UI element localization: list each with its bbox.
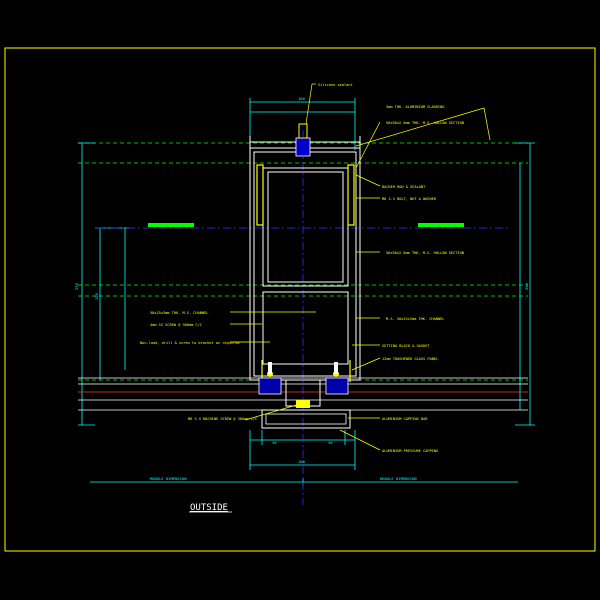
drawing-title: OUTSIDE — [190, 503, 228, 513]
label-channel-right: M.S. 50x25x3mm THK. CHANNEL — [386, 317, 444, 321]
label-fixing: M8 S.S BOLT, NUT & WASHER — [382, 197, 437, 201]
dim-bottom-width: 100 — [298, 459, 306, 464]
dim-top-width: 100 — [298, 96, 306, 101]
label-hollow-section-2: 50x50x2.5mm THK. M.S. HOLLOW SECTION — [386, 251, 464, 255]
label-glazing: 12mm TOUGHENED GLASS PANEL — [382, 357, 438, 361]
label-setting-block: SETTING BLOCK & GASKET — [382, 344, 430, 348]
label-channel-left: 50x25x3mm THK. M.S. CHANNEL — [150, 311, 208, 315]
top-sealant — [295, 123, 311, 157]
label-top-sealant: Silicone sealant — [318, 83, 353, 87]
bottom-left-label: MODULE DIMENSION — [150, 476, 187, 481]
dim-bottom-b: 30 — [328, 440, 333, 445]
dim-left-overall: 250 — [74, 282, 79, 290]
dimension-lines — [78, 98, 535, 486]
label-hollow-section-1: 50x50x2.5mm THK. M.S. HOLLOW SECTION — [386, 121, 464, 125]
label-foam-rod: BACKER ROD & SEALANT — [382, 185, 426, 189]
label-screws: 4mm SS SCREW @ 300mm C/C — [150, 323, 202, 327]
green-tag-left — [148, 223, 194, 227]
label-pressure-plate: ALUMINIUM PRESSURE CAPPING — [382, 449, 438, 453]
green-tag-right — [418, 223, 464, 227]
yellow-inserts — [256, 164, 355, 382]
drawing-border — [4, 47, 596, 552]
label-machine-screw: M6 S.S MACHINE SCREW @ 300mm C/C — [188, 417, 257, 421]
dim-left-mid: 120 — [94, 292, 99, 300]
leader-lines — [230, 83, 491, 451]
dim-bottom-a: 30 — [272, 440, 277, 445]
dim-right-overall: 260 — [524, 282, 529, 290]
label-cladding: 3mm THK. ALUMINIUM CLADDING — [386, 105, 444, 109]
bottom-capping — [258, 362, 351, 429]
label-anchor-note: Non-load, drill & screw to bracket as re… — [140, 341, 240, 345]
bottom-right-label: MODULE DIMENSION — [380, 476, 417, 481]
mullion-section — [249, 136, 361, 381]
center-axis — [95, 130, 510, 505]
label-capping: ALUMINIUM CAPPING BAR — [382, 417, 428, 421]
